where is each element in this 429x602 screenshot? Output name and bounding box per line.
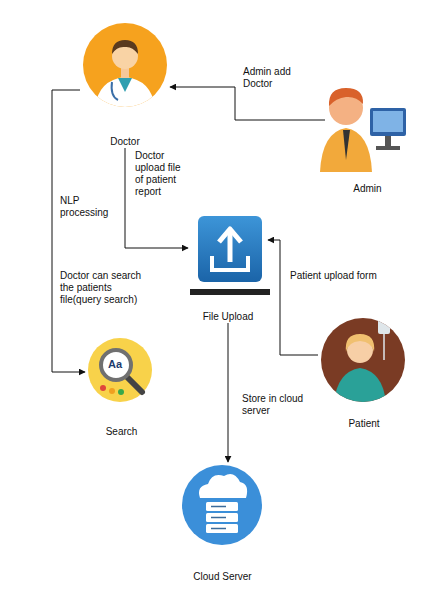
- edge-label: Store in cloud server: [242, 393, 304, 417]
- node-label: Doctor: [108, 136, 141, 148]
- flow-arrow: [125, 148, 188, 248]
- search-icon-part: [100, 385, 106, 391]
- icon-node: Cloud Server: [175, 462, 270, 583]
- note-text: Doctor can search the patients file(quer…: [60, 270, 152, 306]
- admin-icon-part: [343, 130, 350, 160]
- upload-icon-part: [219, 229, 241, 242]
- search-icon-part: [126, 376, 142, 392]
- edge-label: NLP processing: [60, 195, 118, 219]
- flow-arrow: [170, 87, 325, 120]
- patient-icon: [321, 318, 405, 405]
- cloud-server-icon-part: [211, 507, 226, 529]
- doctor-icon-part-part: [121, 68, 129, 78]
- search-icon-part: [118, 389, 124, 395]
- node-label: Admin: [351, 183, 383, 195]
- icon-node: File Upload: [188, 210, 268, 323]
- doctor-icon-part-part: [112, 82, 118, 100]
- admin-icon-part: [320, 128, 372, 172]
- flow-arrow: [268, 240, 318, 355]
- admin-icon-part: [329, 88, 363, 106]
- icon-node: Patient: [318, 315, 410, 430]
- edge-label: Admin add Doctor: [243, 66, 305, 90]
- node-label: Patient: [346, 418, 381, 430]
- doctor-icon-part-part: [95, 77, 155, 110]
- patient-icon-part-part: [383, 334, 385, 360]
- edge-label: Doctor upload file of patient report: [135, 150, 181, 198]
- admin-icon-part: [376, 146, 400, 150]
- search-icon: [88, 338, 152, 402]
- node-label: Cloud Server: [191, 571, 253, 583]
- icon-node: Admin: [325, 72, 410, 195]
- icon-text: Aa: [108, 358, 128, 370]
- patient-icon-part-part: [378, 318, 390, 334]
- admin-icon: [320, 88, 406, 172]
- upload-icon-part: [198, 216, 262, 282]
- edge-label: Patient upload form: [290, 270, 382, 282]
- doctor-icon-part: [95, 40, 155, 110]
- cloud-server-icon-part: [182, 465, 262, 545]
- upload-icon: [190, 216, 270, 295]
- admin-icon-part: [370, 108, 406, 136]
- search-icon-part: [88, 338, 152, 402]
- patient-icon-part-part: [334, 368, 386, 405]
- icon-node: Search: [85, 335, 158, 438]
- admin-icon-part: [373, 111, 403, 132]
- flow-arrow: [52, 90, 85, 372]
- admin-icon-part: [385, 136, 391, 146]
- flow-arrow: [228, 323, 229, 462]
- icon-node: Doctor: [80, 20, 170, 148]
- patient-icon-part: [334, 318, 390, 405]
- upload-icon-part: [212, 256, 248, 270]
- node-label: File Upload: [201, 311, 256, 323]
- search-icon-part: [109, 388, 115, 394]
- cloud-server-icon-part: [199, 474, 247, 498]
- patient-icon-part-part: [346, 334, 374, 352]
- cloud-server-icon: [182, 465, 262, 545]
- search-icon-part: [101, 350, 131, 380]
- doctor-icon-part-part: [112, 40, 138, 54]
- upload-icon-part: [228, 232, 233, 262]
- upload-icon-part: [190, 289, 270, 295]
- doctor-icon-part-part: [118, 78, 132, 92]
- node-label: Search: [104, 426, 140, 438]
- doctor-icon: [83, 23, 167, 110]
